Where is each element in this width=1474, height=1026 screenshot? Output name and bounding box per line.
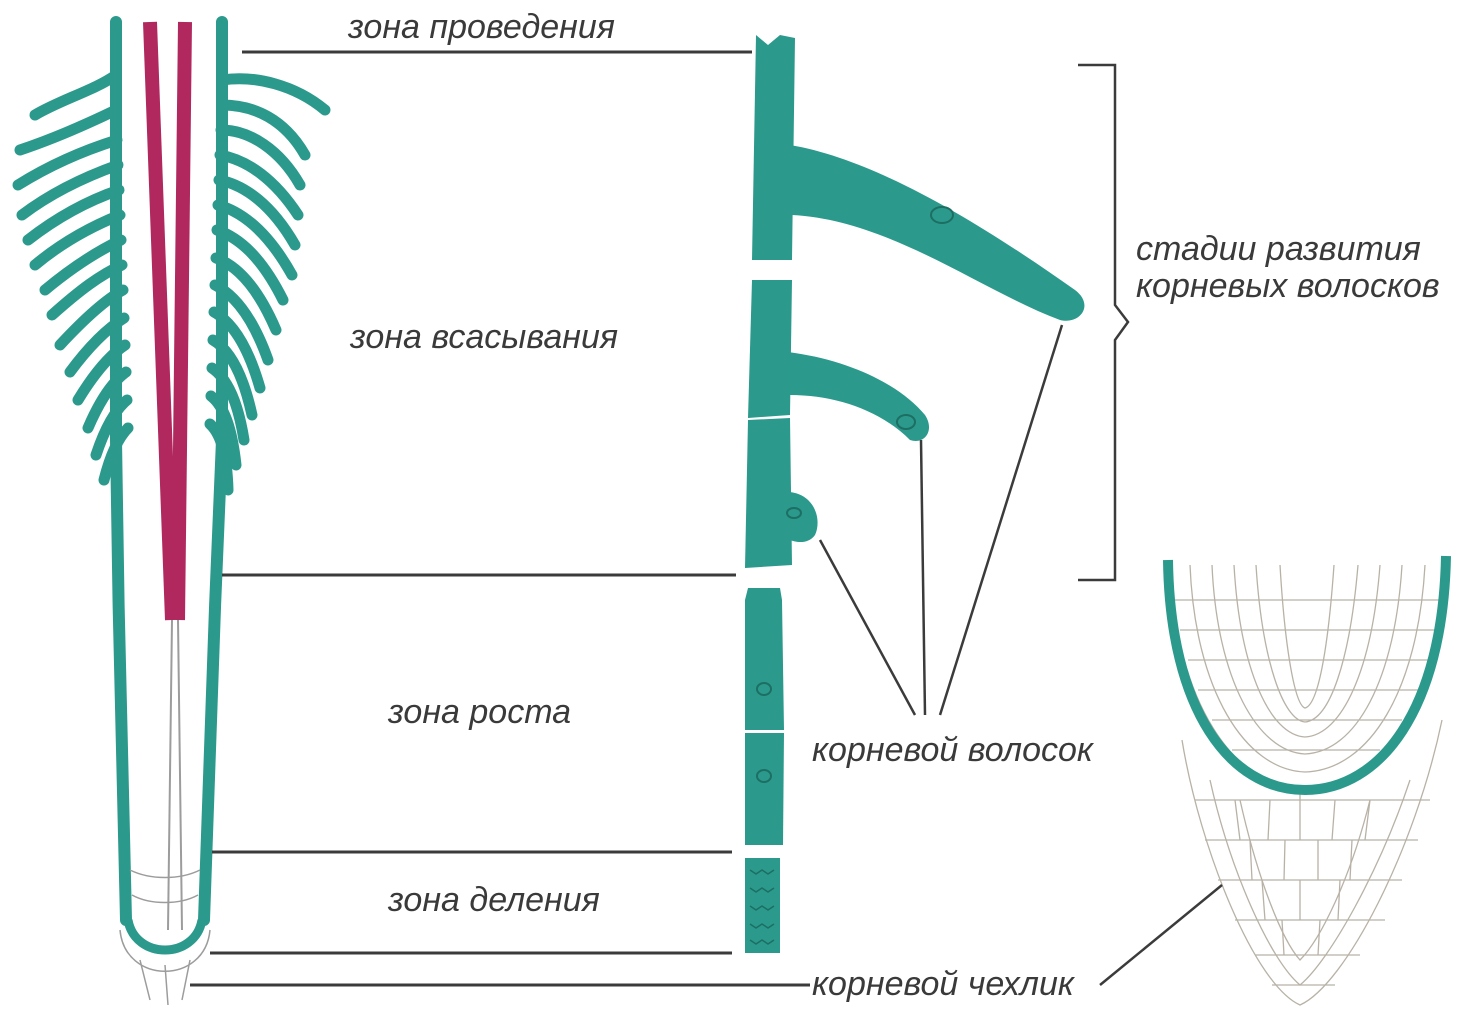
label-hair-stages-line2: корневых волосков [1136, 269, 1440, 305]
label-zone-absorption: зона всасывания [350, 320, 618, 356]
root-cap-detail [1168, 556, 1446, 1005]
label-zone-division: зона деления [388, 883, 600, 919]
label-hair-stages-line1: стадии развития [1136, 232, 1421, 268]
hair-stages-bracket [1078, 65, 1128, 580]
label-zone-conduction: зона проведения [348, 10, 615, 46]
label-zone-growth: зона роста [388, 695, 571, 731]
label-root-cap: корневой чехлик [812, 967, 1074, 1003]
cell-column [742, 35, 1084, 953]
root-cap-pointer [1100, 885, 1222, 985]
label-root-hair: корневой волосок [812, 733, 1093, 769]
whole-root [18, 22, 325, 1005]
